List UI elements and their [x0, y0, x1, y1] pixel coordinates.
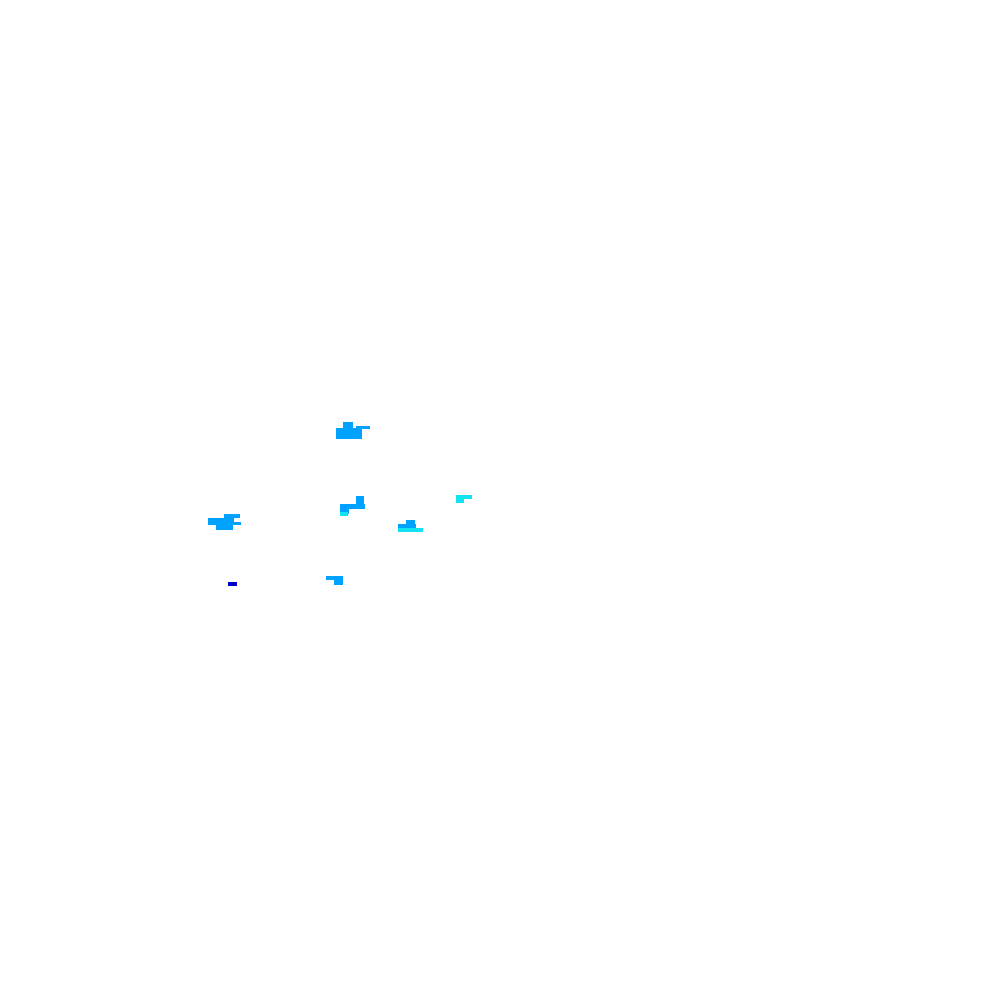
blob-left-base [216, 524, 233, 530]
blob-right-accent-drop [456, 498, 464, 503]
blob-left-body [208, 518, 234, 525]
blob-center-upper-accent [340, 512, 348, 516]
blob-lower-center [326, 576, 343, 585]
blob-left-tail [232, 522, 241, 525]
blob-top-center-cap [343, 422, 353, 429]
blob-center-upper-peak [356, 496, 364, 505]
blob-right-accent [456, 495, 472, 503]
blob-right-accent-bar [456, 495, 472, 499]
blob-center-upper-drop [340, 508, 349, 514]
blob-top-center-tail [356, 426, 370, 429]
blob-center-upper-bar [340, 504, 365, 509]
blob-left [208, 514, 241, 530]
blob-center-right-accent [398, 528, 423, 532]
blob-lower-left [228, 582, 237, 586]
blob-lower-center-drop [334, 578, 343, 585]
blob-left-top [224, 514, 240, 518]
blob-center-right-cap [406, 520, 415, 525]
blob-lower-left-dash [228, 582, 237, 586]
blob-center-upper [340, 496, 365, 516]
blob-center-right [398, 520, 423, 532]
blob-top-center-body [336, 428, 362, 439]
blob-center-right-body [398, 524, 416, 530]
blob-top-center [336, 422, 370, 439]
